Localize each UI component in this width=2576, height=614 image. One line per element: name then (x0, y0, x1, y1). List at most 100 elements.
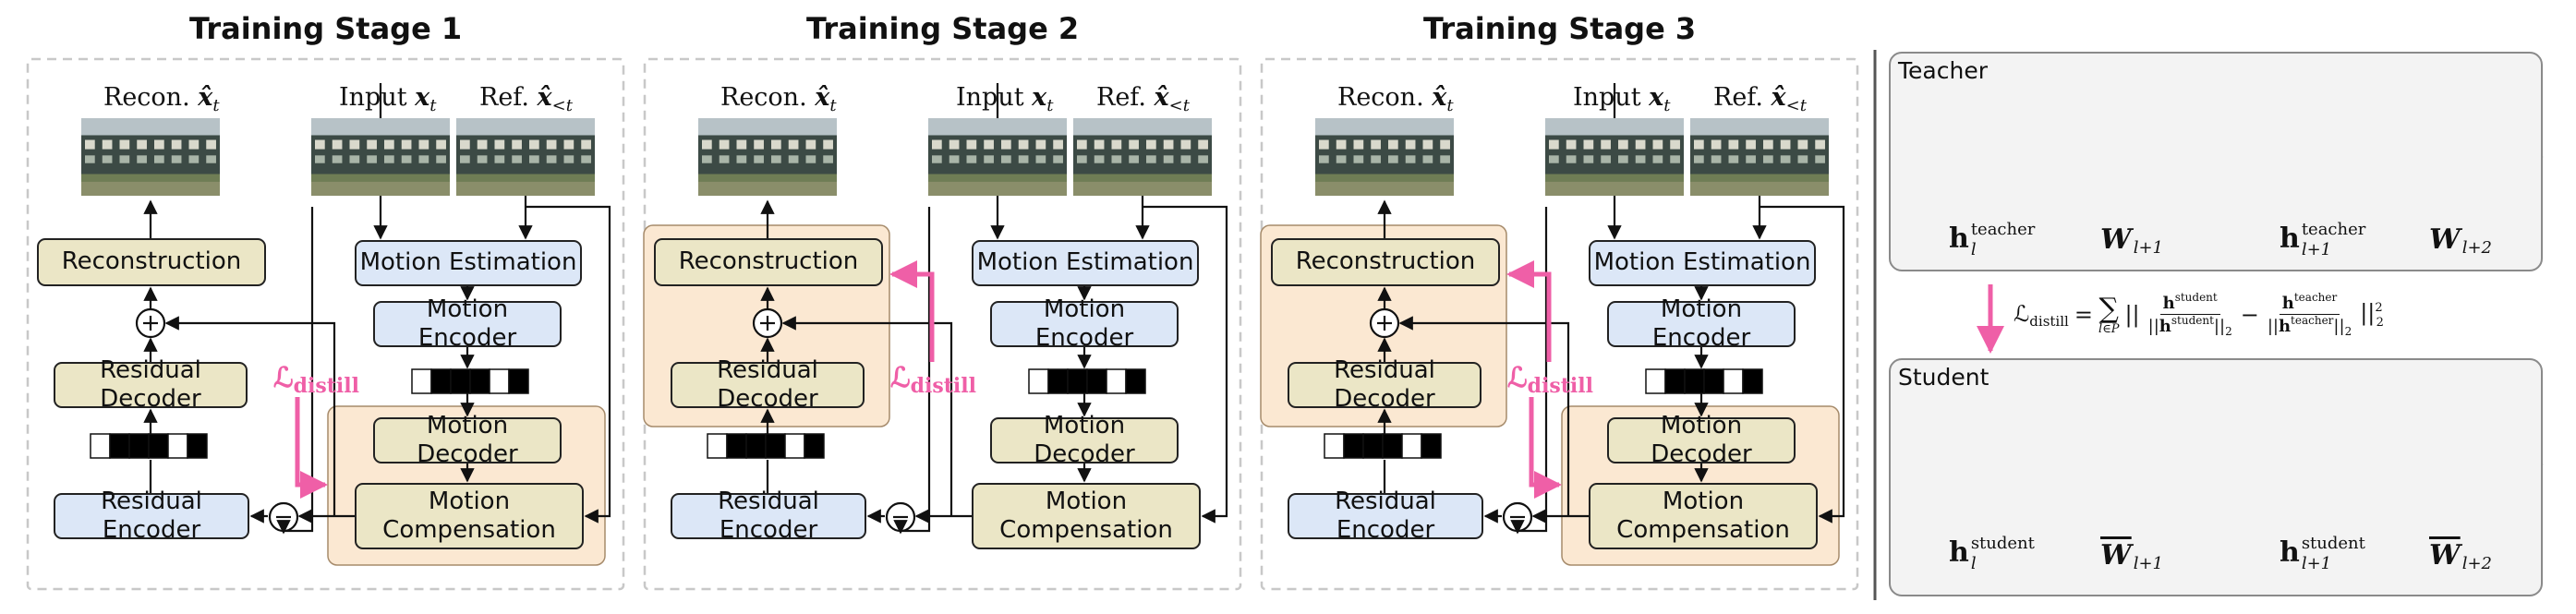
stage-1-ref-label-text: Ref. (479, 83, 529, 112)
stage-3-residual-encoder-block: Residual Encoder (1288, 488, 1483, 544)
stage-1-motion-compensation-block: Motion Compensation (355, 483, 584, 549)
teacher-w-l1-label-base: W (2100, 223, 2132, 256)
loss-lhs-sub: distill (2029, 312, 2069, 330)
stage-1-distill-subscript: distill (293, 374, 359, 398)
loss-pow: 2 (2375, 301, 2383, 316)
stage-1-input-image (311, 118, 450, 196)
stage-2-arrow-ref-mc (1143, 205, 1228, 524)
stage-2-distill-subscript: distill (910, 374, 976, 398)
loss-teacher-frac-den: ||hteacher||2 (2267, 313, 2352, 338)
stage-2-distill-label: ℒdistill (890, 362, 976, 398)
stage-1-recon-label-subscript: t (212, 96, 220, 115)
stage-2-input-label-symbol: x (1032, 83, 1047, 112)
stage-2-add-operator (752, 307, 783, 339)
stage-2-ref-label-symbol: x̂ (1154, 83, 1169, 112)
stage-2-ref-image (1073, 118, 1212, 196)
stage-1-input-label-text: Input (339, 83, 407, 112)
loss-equals: = (2074, 302, 2093, 329)
loss-pow-sub: 2 (2376, 316, 2384, 331)
stage-3-ref-image (1690, 118, 1829, 196)
student-h-l-label-sub: l (1970, 554, 1977, 573)
student-w-l1-label-sub: l+1 (2133, 554, 2163, 573)
stage-3-motion-compensation-block: Motion Compensation (1589, 483, 1818, 549)
stage-1-residual-decoder-block: Residual Decoder (54, 356, 248, 413)
stage-2-title: Training Stage 2 (806, 11, 1080, 46)
stage-3-recon-label: Recon. x̂t (1337, 83, 1454, 115)
stage-3-ref-label-text: Ref. (1713, 83, 1763, 112)
teacher-label: Teacher (1898, 57, 1988, 84)
loss-minus: − (2240, 302, 2259, 329)
stage-2-distill-arrow (889, 260, 935, 362)
stage-1-motion-estimation-block: Motion Estimation (355, 240, 582, 286)
stage-3-motion-latent (1645, 368, 1763, 394)
teacher-w-l2-label-base: W (2429, 223, 2461, 256)
stage-3-arrow-ref-mc (1760, 205, 1845, 524)
stage-2-input-label: Input xt (956, 83, 1054, 115)
student-w-l2-label-sub: l+2 (2461, 554, 2492, 573)
student-w-l2-label-base: W (2429, 539, 2461, 572)
stage-1-title: Training Stage 1 (189, 11, 463, 46)
student-panel (1889, 358, 2543, 596)
stage-3-ref-label-subscript: <t (1785, 96, 1807, 115)
loss-teacher-frac-den-h: h (2278, 316, 2292, 336)
stage-3-input-image (1545, 118, 1684, 196)
stage-2-input-label-text: Input (956, 83, 1024, 112)
teacher-panel (1889, 52, 2543, 271)
stage-1-ref-image (456, 118, 595, 196)
stage-1-distill-label: ℒdistill (273, 362, 359, 398)
stage-2-motion-encoder-block: Motion Encoder (990, 295, 1179, 352)
stage-2-recon-label-subscript: t (829, 96, 837, 115)
stage-1-input-label: Input xt (339, 83, 437, 115)
stage-3-input-label: Input xt (1573, 83, 1671, 115)
loss-student-frac-num-h: h (2162, 294, 2175, 313)
teacher-h-l-label-sup: teacher (1970, 220, 2036, 239)
stage-1-ref-label: Ref. x̂<t (479, 83, 573, 115)
stage-3-distill-arrow-1 (1506, 260, 1552, 362)
stage-1-input-label-subscript: t (429, 96, 437, 115)
stage-3-residual-latent (1324, 433, 1442, 459)
loss-teacher-frac-den-sub: 2 (2344, 324, 2352, 338)
loss-student-frac-den-h: h (2159, 316, 2171, 336)
stage-2-arrow-mc-add (781, 316, 953, 516)
stage-3-distill-arrow-2 (1529, 397, 1562, 499)
stage-2-motion-compensation-block: Motion Compensation (972, 483, 1201, 549)
stage-1-reconstruction-block: Reconstruction (37, 238, 266, 286)
loss-sum-sub: l∈P (2098, 321, 2120, 336)
stage-3-recon-image (1315, 118, 1454, 196)
stage-1-residual-encoder-block: Residual Encoder (54, 488, 249, 544)
stage-2-frame (643, 57, 1242, 591)
stage-1-add-operator (135, 307, 166, 339)
stage-2-ref-label: Ref. x̂<t (1096, 83, 1190, 115)
stage-3-reconstruction-block: Reconstruction (1271, 238, 1500, 286)
loss-sum-symbol: ∑ (2098, 292, 2119, 325)
student-w-l1-label-scripts: l+1 (2134, 541, 2163, 572)
loss-student-frac: hstudent||hstudent||2 (2146, 291, 2235, 338)
loss-open-norm: || (2124, 302, 2140, 329)
stage-3-input-label-symbol: x (1649, 83, 1664, 112)
stage-2-recon-label-symbol: x̂ (815, 83, 830, 112)
loss-teacher-frac-den-sup: teacher (2291, 313, 2334, 327)
teacher-w-l1-label-scripts: l+1 (2134, 225, 2163, 257)
loss-student-frac-den-sup: student (2171, 313, 2214, 327)
loss-student-frac-num: hstudent (2159, 291, 2220, 315)
stage-2-motion-latent (1028, 368, 1146, 394)
stage-1-subtract-operator (268, 501, 299, 533)
teacher-w-l1-label-sub: l+1 (2133, 238, 2163, 258)
stage-3-input-label-text: Input (1573, 83, 1641, 112)
stage-3-arrow-input-subtract (1510, 207, 1548, 535)
stage-3-subtract-operator (1502, 501, 1533, 533)
stage-3-recon-label-text: Recon. (1337, 83, 1424, 112)
loss-lhs-symbol: ℒ (2014, 300, 2030, 327)
stage-3-ref-label-symbol: x̂ (1771, 83, 1786, 112)
stage-2-input-label-subscript: t (1046, 96, 1054, 115)
stage-2-arrow-input-subtract (893, 207, 931, 535)
student-h-l1-label-sub: l+1 (2301, 554, 2332, 573)
stage-3-motion-estimation-block: Motion Estimation (1589, 240, 1816, 286)
stage-3-distill-subscript: distill (1527, 374, 1593, 398)
